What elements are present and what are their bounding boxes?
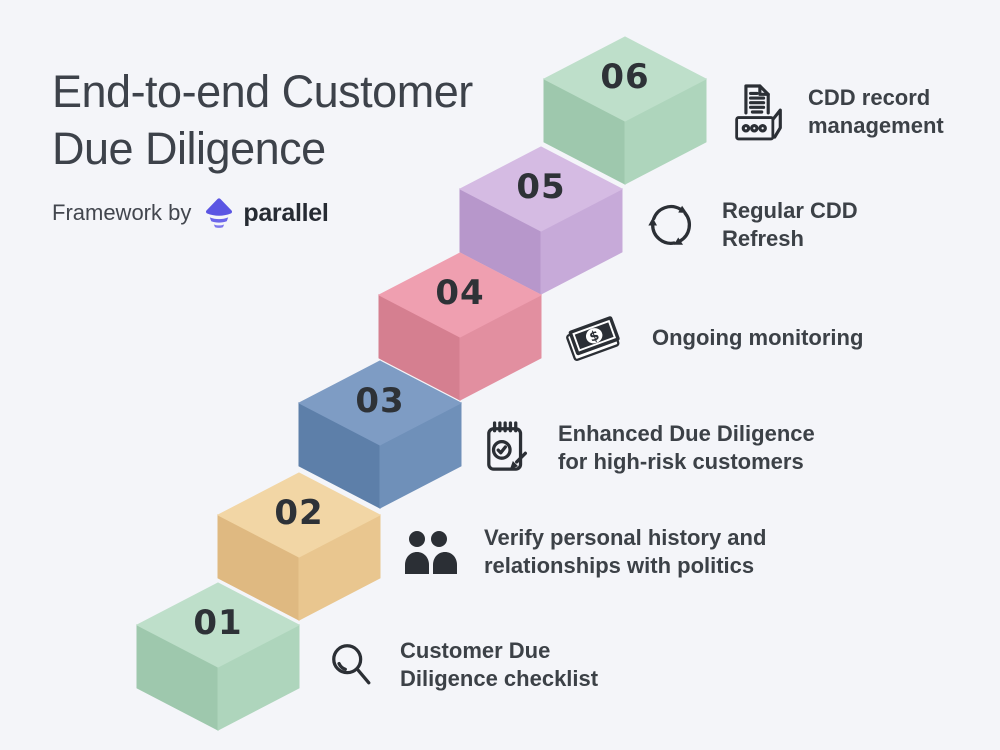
step-label-06: CDD record management — [808, 85, 944, 138]
step-label-03: Enhanced Due Diligence for high-risk cus… — [558, 421, 815, 474]
step-number-01: 01 — [193, 603, 242, 643]
step-annotation-04: $ Ongoing monitoring — [562, 311, 863, 365]
cube-05-face-top — [458, 146, 624, 232]
step-label-02: Verify personal history and relationship… — [484, 525, 767, 578]
cube-04: 04 — [377, 252, 543, 401]
cube-02: 02 — [216, 472, 382, 621]
cube-02-face-top — [216, 472, 382, 558]
archive-icon — [732, 80, 784, 144]
refresh-icon — [644, 197, 698, 253]
step-annotation-05: Regular CDD Refresh — [644, 197, 858, 253]
people-icon — [404, 529, 460, 575]
cube-06: 06 — [542, 36, 708, 185]
cube-01-face-top — [135, 582, 301, 668]
parallel-logo-icon — [204, 197, 234, 229]
step-label-05: Regular CDD Refresh — [722, 198, 858, 251]
step-annotation-01: Customer Due Diligence checklist — [328, 637, 598, 693]
step-number-06: 06 — [600, 57, 649, 97]
byline-text: Framework by — [52, 200, 192, 225]
cube-03: 03 — [297, 360, 463, 509]
step-annotation-03: Enhanced Due Diligence for high-risk cus… — [484, 419, 815, 477]
money-icon: $ — [562, 311, 628, 365]
cube-05: 05 — [458, 146, 624, 295]
checklist-pencil-icon — [484, 419, 534, 477]
step-annotation-02: Verify personal history and relationship… — [404, 524, 766, 580]
cube-06-face-top — [542, 36, 708, 122]
page-title: End-to-end Customer Due Diligence — [52, 66, 473, 174]
magnifier-icon — [328, 640, 376, 690]
cube-03-face-top — [297, 360, 463, 446]
step-annotation-06: CDD record management — [732, 80, 944, 144]
step-number-05: 05 — [516, 167, 565, 207]
step-number-03: 03 — [355, 381, 404, 421]
brand-name: parallel — [243, 198, 329, 227]
byline: Framework by parallel — [52, 197, 329, 229]
cube-01: 01 — [135, 582, 301, 731]
cube-04-face-top — [377, 252, 543, 338]
step-number-02: 02 — [274, 493, 323, 533]
step-number-04: 04 — [435, 273, 484, 313]
step-label-04: Ongoing monitoring — [652, 325, 864, 350]
step-label-01: Customer Due Diligence checklist — [400, 638, 599, 691]
